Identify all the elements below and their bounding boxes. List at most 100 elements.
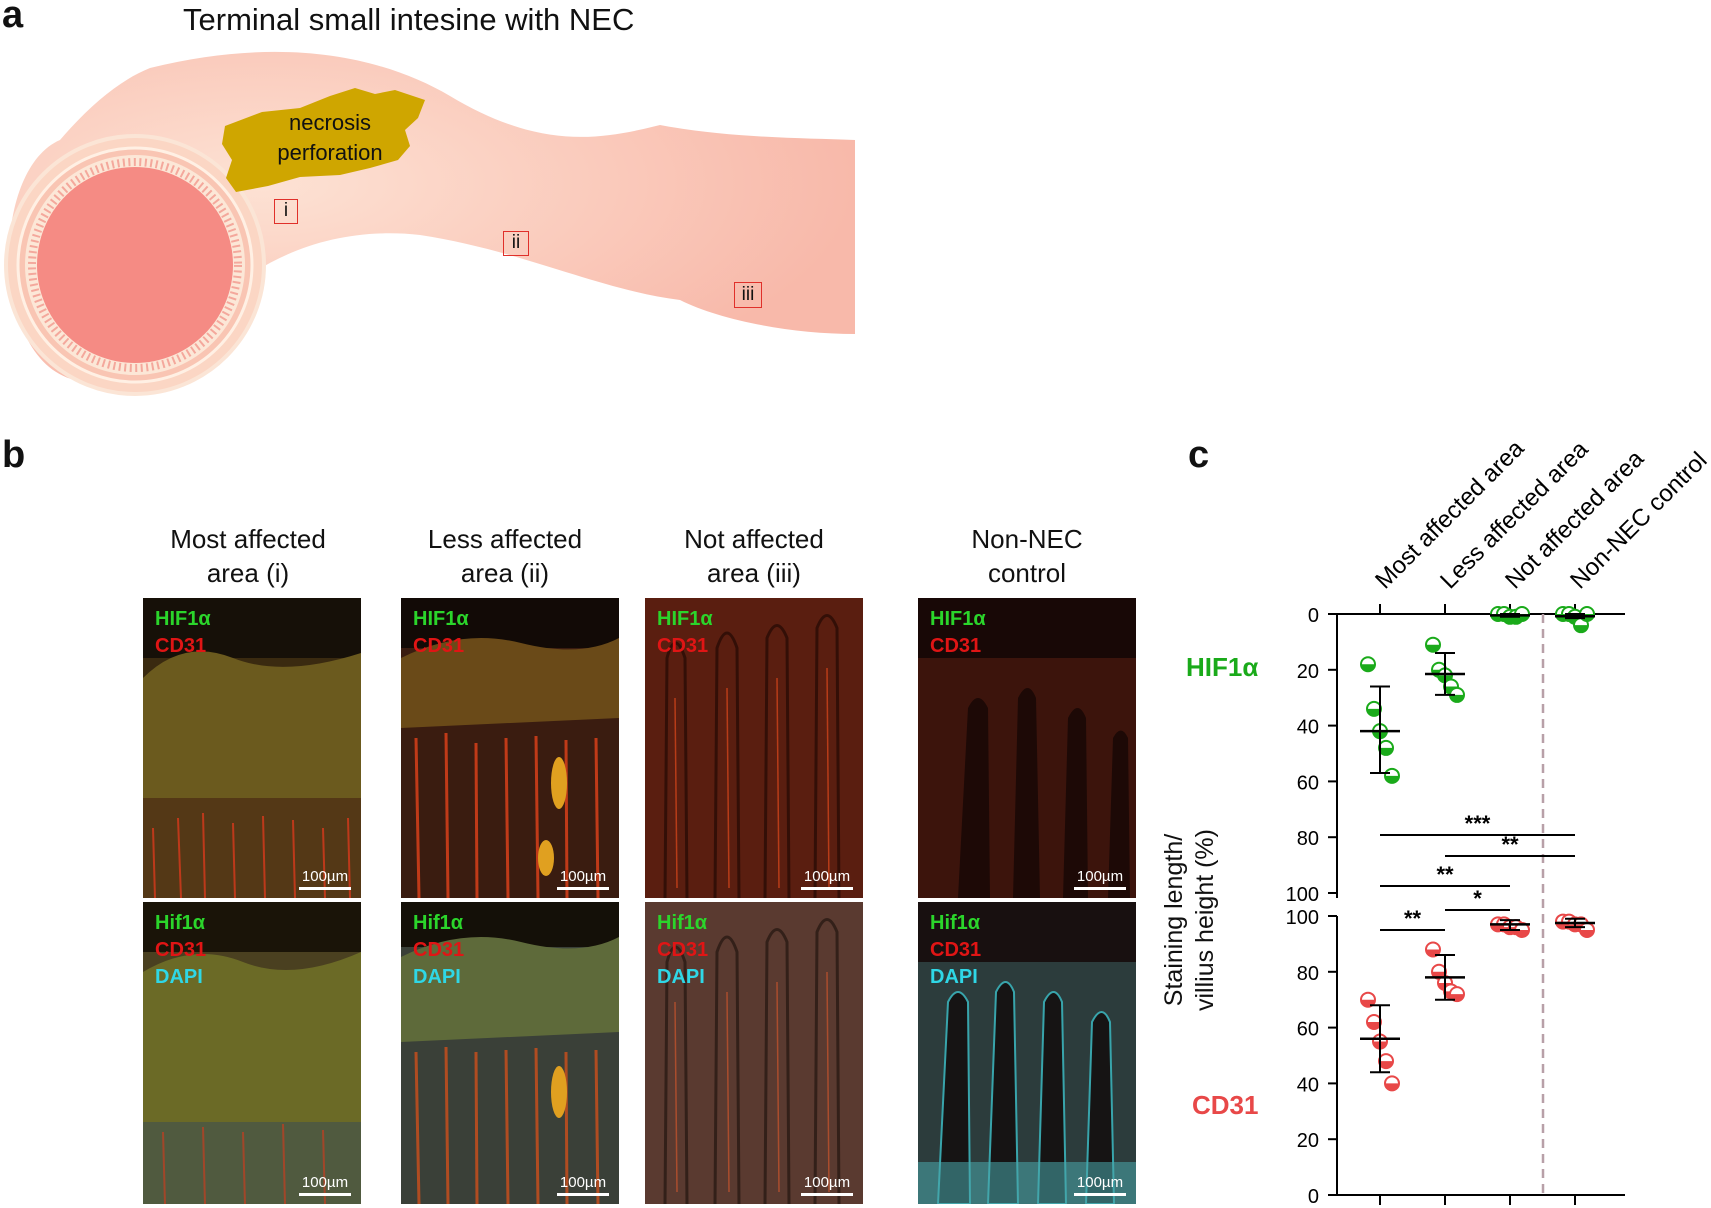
column-title-line2: control (987, 558, 1067, 588)
scale-bar-label: 100µm (301, 868, 349, 885)
hif1a-label: Hif1α (413, 912, 464, 934)
cd31-label: CD31 (413, 939, 465, 961)
scale-bar-label: 100µm (1076, 1174, 1124, 1191)
panel-c-letter: c (1188, 434, 1210, 476)
column-title-less-affected: Less affected area (ii) (390, 522, 620, 590)
column-title-line2: area (i) (206, 558, 290, 588)
hif1a-label: Hif1α (930, 912, 981, 934)
significance-mark: ** (1501, 832, 1519, 857)
scale-bar: 100µm (801, 1174, 853, 1196)
hif1a-label: HIF1α (413, 608, 469, 630)
dapi-label: DAPI (930, 966, 978, 988)
significance-mark: * (1473, 886, 1482, 911)
scale-bar: 100µm (299, 868, 351, 890)
y-tick-label-top: 20 (1297, 661, 1319, 683)
hif1a-point-fill (1385, 775, 1399, 783)
scale-bar-label: 100µm (803, 868, 851, 885)
hif1a-point-fill (1574, 625, 1588, 633)
region-box-i: i (274, 199, 298, 224)
cd31-point-fill (1580, 929, 1594, 937)
necrosis-label-line1: necrosis (289, 110, 371, 135)
cd31-label: CD31 (657, 939, 709, 961)
y-tick-label-top: 80 (1297, 828, 1319, 850)
column-title-line2: area (iii) (707, 558, 801, 588)
column-title-line1: Not affected (684, 524, 824, 554)
hif1a-point-fill (1361, 664, 1375, 672)
cd31-label: CD31 (657, 635, 709, 657)
necrosis-label-line2: perforation (277, 140, 383, 165)
hif1a-label: Hif1α (657, 912, 708, 934)
scale-bar-label: 100µm (559, 868, 607, 885)
column-title-line1: Non-NEC (971, 524, 1083, 554)
y-tick-label-top: 40 (1297, 717, 1319, 739)
column-title-not-affected: Not affected area (iii) (639, 522, 869, 590)
necrosis-label: necrosis perforation (255, 108, 405, 168)
micrograph-bottom-less-affected: Hif1α CD31 DAPI 100µm (401, 902, 619, 1204)
micrograph-labels: Hif1α CD31 DAPI (657, 910, 708, 991)
y-tick-label-top: 100 (1286, 884, 1319, 906)
column-title-line1: Less affected (427, 524, 583, 554)
micrograph-labels: HIF1α CD31 (657, 606, 713, 660)
panel-a-title: Terminal small intesine with NEC (183, 2, 635, 37)
hif1a-point-fill (1450, 694, 1464, 702)
cd31-label: CD31 (155, 635, 207, 657)
micrograph-labels: HIF1α CD31 (930, 606, 986, 660)
scale-bar-label: 100µm (559, 1174, 607, 1191)
micrograph-top-not-affected: HIF1α CD31 100µm (645, 598, 863, 898)
micrograph-bottom-not-affected: Hif1α CD31 DAPI 100µm (645, 902, 863, 1204)
significance-mark: ** (1404, 906, 1422, 931)
scale-bar-label: 100µm (301, 1174, 349, 1191)
micrograph-bottom-non-nec: Hif1α CD31 DAPI 100µm (918, 902, 1136, 1204)
column-title-most-affected: Most affected area (i) (133, 522, 363, 590)
region-box-iii: iii (734, 282, 762, 308)
hif1a-label: HIF1α (657, 608, 713, 630)
y-tick-label-bottom: 40 (1297, 1074, 1319, 1096)
column-title-line2: area (ii) (460, 558, 550, 588)
scale-bar-label: 100µm (1076, 868, 1124, 885)
cd31-label: CD31 (930, 635, 982, 657)
hif1a-label: HIF1α (930, 608, 986, 630)
significance-mark: ** (1436, 862, 1454, 887)
hif1a-point-fill (1379, 747, 1393, 755)
dapi-label: DAPI (657, 966, 705, 988)
scale-bar: 100µm (1074, 868, 1126, 890)
region-box-ii: ii (503, 231, 529, 256)
necrosis-area (222, 88, 425, 192)
panel-b-letter: b (2, 434, 26, 476)
hif1a-point-fill (1367, 708, 1381, 716)
column-title-line1: Most affected (170, 524, 326, 554)
column-title-non-nec: Non-NEC control (912, 522, 1142, 590)
cd31-point-fill (1379, 1061, 1393, 1069)
cd31-point-fill (1367, 1022, 1381, 1030)
significance-mark: *** (1465, 811, 1491, 836)
y-tick-label-bottom: 80 (1297, 963, 1319, 985)
hif1a-label: Hif1α (155, 912, 206, 934)
micrograph-bottom-most-affected: Hif1α CD31 DAPI 100µm (143, 902, 361, 1204)
micrograph-labels: HIF1α CD31 (155, 606, 211, 660)
cd31-point-fill (1515, 929, 1529, 937)
micrograph-labels: Hif1α CD31 DAPI (930, 910, 981, 991)
scale-bar: 100µm (557, 868, 609, 890)
lumen (37, 167, 233, 363)
hif1a-axis-label: HIF1α (1186, 652, 1259, 682)
micrograph-top-non-nec: HIF1α CD31 100µm (918, 598, 1136, 898)
y-tick-label-top: 60 (1297, 772, 1319, 794)
intestine-diagram (4, 51, 855, 396)
panel-a-letter: a (2, 0, 24, 36)
scale-bar: 100µm (801, 868, 853, 890)
micrograph-labels: HIF1α CD31 (413, 606, 469, 660)
scale-bar: 100µm (557, 1174, 609, 1196)
hif1a-label: HIF1α (155, 608, 211, 630)
micrograph-labels: Hif1α CD31 DAPI (155, 910, 206, 991)
hif1a-point-fill (1426, 644, 1440, 652)
micrograph-labels: Hif1α CD31 DAPI (413, 910, 464, 991)
y-tick-label-bottom: 20 (1297, 1130, 1319, 1152)
y-tick-label-top: 0 (1308, 605, 1319, 627)
dapi-label: DAPI (413, 966, 461, 988)
y-tick-label-bottom: 60 (1297, 1019, 1319, 1041)
scale-bar: 100µm (1074, 1174, 1126, 1196)
cd31-label: CD31 (155, 939, 207, 961)
cd31-axis-label: CD31 (1192, 1090, 1259, 1120)
cd31-label: CD31 (413, 635, 465, 657)
